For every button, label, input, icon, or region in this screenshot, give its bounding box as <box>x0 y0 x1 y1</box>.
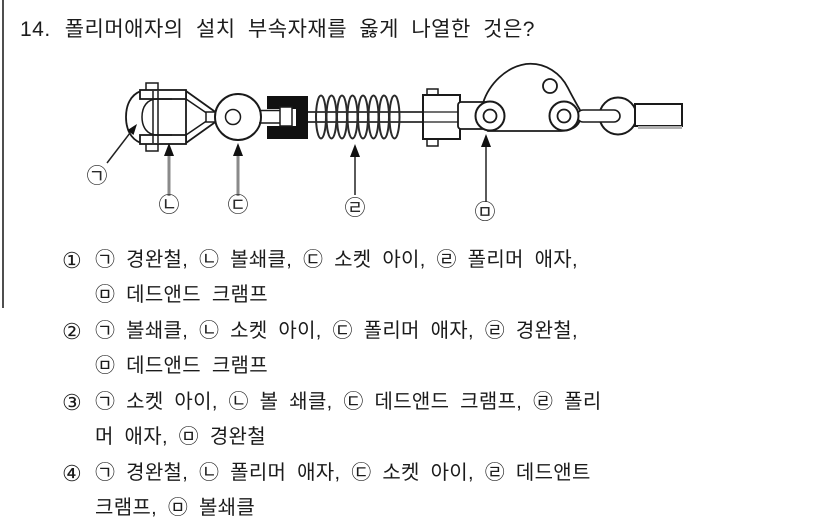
option-3[interactable]: ③ ㉠ 소켓 아이, ㉡ 볼 쇄클, ㉢ 데드앤드 크램프, ㉣ 폴리 머 애자… <box>62 385 810 455</box>
option-2-line1: ㉠ 볼쇄클, ㉡ 소켓 아이, ㉢ 폴리머 애자, ㉣ 경완철, <box>95 320 578 342</box>
option-3-line2: 머 애자, ㉤ 경완철 <box>95 426 266 448</box>
option-2-number: ② <box>62 319 83 344</box>
option-2-line2: ㉤ 데드앤드 크램프 <box>95 355 268 377</box>
option-2[interactable]: ② ㉠ 볼쇄클, ㉡ 소켓 아이, ㉢ 폴리머 애자, ㉣ 경완철, ㉤ 데드앤… <box>62 314 810 384</box>
diagram-labels: ㉠ ㉡ ㉢ ㉣ ㉤ <box>87 165 496 224</box>
question-text: 폴리머애자의 설치 부속자재를 옳게 나열한 것은? <box>64 18 535 41</box>
label-mieum: ㉤ <box>475 201 496 224</box>
ball-eye <box>205 93 262 141</box>
end-fitting-bracket <box>422 88 461 147</box>
arrow-nieun-head <box>164 143 174 156</box>
insulator-assembly-diagram: ㉠ ㉡ ㉢ ㉣ ㉤ <box>87 62 683 224</box>
option-1-number: ① <box>62 248 83 273</box>
option-1[interactable]: ① ㉠ 경완철, ㉡ 볼쇄클, ㉢ 소켓 아이, ㉣ 폴리머 애자, ㉤ 데드앤… <box>62 243 810 313</box>
pointer-arrows <box>106 124 491 202</box>
arrow-giyeok-head <box>127 124 137 135</box>
question-title: 14. 폴리머애자의 설치 부속자재를 옳게 나열한 것은? <box>20 13 535 43</box>
option-3-line1: ㉠ 소켓 아이, ㉡ 볼 쇄클, ㉢ 데드앤드 크램프, ㉣ 폴리 <box>95 391 602 413</box>
arrow-mieum-head <box>481 134 491 147</box>
option-1-line1: ㉠ 경완철, ㉡ 볼쇄클, ㉢ 소켓 아이, ㉣ 폴리머 애자, <box>95 249 578 271</box>
option-4[interactable]: ④ ㉠ 경완철, ㉡ 폴리머 애자, ㉢ 소켓 아이, ㉣ 데드앤트 크램프, … <box>62 456 810 521</box>
left-eye-hole <box>482 108 498 124</box>
option-4-line1: ㉠ 경완철, ㉡ 폴리머 애자, ㉢ 소켓 아이, ㉣ 데드앤트 <box>95 462 591 484</box>
right-eye-hole <box>556 108 572 124</box>
label-giyeok: ㉠ <box>87 165 108 188</box>
polymer-insulator-sheds <box>308 94 423 140</box>
clamp-body-hole <box>542 78 558 94</box>
arrow-giyeok-line <box>106 132 131 164</box>
option-4-line2: 크램프, ㉤ 볼쇄클 <box>95 497 256 519</box>
strap-slot <box>576 109 621 123</box>
question-number: 14. <box>20 18 51 41</box>
arrow-rieul-head <box>350 144 360 157</box>
strap-bar <box>634 103 683 127</box>
option-4-number: ④ <box>62 461 83 486</box>
page-left-border <box>2 0 4 308</box>
label-nieun: ㉡ <box>159 194 180 217</box>
arrow-digeut-head <box>233 143 243 156</box>
clevis-fitting <box>125 82 215 152</box>
deadend-clamp <box>457 62 683 136</box>
socket-clamp <box>259 96 308 139</box>
answer-options: ① ㉠ 경완철, ㉡ 볼쇄클, ㉢ 소켓 아이, ㉣ 폴리머 애자, ㉤ 데드앤… <box>62 243 810 521</box>
label-rieul: ㉣ <box>345 197 366 220</box>
label-digeut: ㉢ <box>228 194 249 217</box>
option-3-number: ③ <box>62 390 83 415</box>
option-1-line2: ㉤ 데드앤드 크램프 <box>95 284 268 306</box>
